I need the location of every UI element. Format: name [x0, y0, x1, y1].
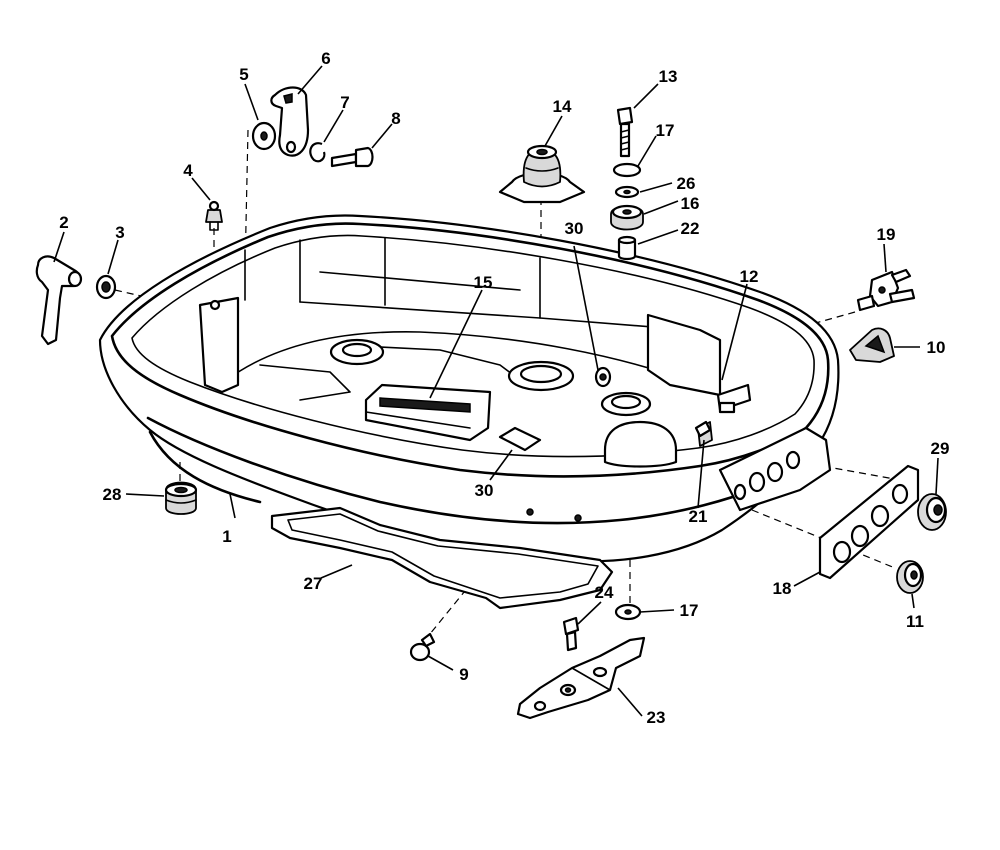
callout-19: 19: [877, 225, 896, 244]
callout-7: 7: [340, 93, 349, 112]
part-14-boot: [498, 144, 586, 204]
callout-1: 1: [222, 527, 231, 546]
callout-30-lower: 30: [475, 481, 494, 500]
callout-26: 26: [677, 174, 696, 193]
part-26-washer: [614, 185, 640, 199]
part-28-grommet: [164, 481, 198, 515]
part-2-lever: [35, 255, 83, 346]
part-15-pad: [364, 383, 492, 442]
part-17-washer-lower: [614, 603, 642, 621]
callout-2: 2: [59, 213, 68, 232]
part-8-bolt: [330, 146, 374, 168]
callout-12: 12: [740, 267, 759, 286]
part-18-plate: [818, 464, 920, 580]
part-30-washer: [594, 366, 612, 388]
part-30-clip-lower: [498, 426, 542, 452]
part-6-hook: [270, 86, 310, 157]
part-27-seal: [270, 506, 614, 610]
part-9-pin: [409, 632, 436, 662]
part-11-grommet: [896, 560, 924, 594]
part-19-fitting: [856, 268, 916, 312]
callout-14: 14: [553, 97, 572, 116]
callout-22: 22: [681, 219, 700, 238]
callout-6: 6: [321, 49, 330, 68]
leader-lines: [53, 65, 939, 717]
part-7-ring: [309, 142, 326, 163]
callout-9: 9: [459, 665, 468, 684]
part-24-screw: [562, 616, 580, 652]
part-10-grommet: [849, 327, 895, 363]
part-22-sleeve: [617, 235, 637, 261]
callout-4: 4: [183, 161, 193, 180]
callout-17-upper: 17: [656, 121, 675, 140]
callout-28: 28: [103, 485, 122, 504]
callout-30-upper: 30: [565, 219, 584, 238]
part-17-washer-upper: [612, 162, 642, 178]
callout-10: 10: [927, 338, 946, 357]
part-21-screw: [694, 420, 712, 438]
callout-numbers: 1 2 3 4 5 6 7 8 9 10 11 12 13 14 15 16 1…: [59, 49, 949, 727]
callout-15: 15: [474, 273, 493, 292]
callout-29: 29: [931, 439, 950, 458]
part-23-bracket: [516, 636, 646, 720]
part-16-grommet: [610, 204, 644, 231]
lower-cowl: [98, 214, 840, 563]
part-3-washer: [95, 274, 117, 300]
part-13-bolt: [616, 106, 634, 158]
callout-3: 3: [115, 223, 124, 242]
callout-16: 16: [681, 194, 700, 213]
callout-27: 27: [304, 574, 323, 593]
callout-8: 8: [391, 109, 400, 128]
callout-23: 23: [647, 708, 666, 727]
part-4-fitting: [205, 200, 223, 231]
callout-18: 18: [773, 579, 792, 598]
callout-11: 11: [906, 612, 924, 631]
callout-21: 21: [689, 507, 708, 526]
part-29-grommet: [917, 493, 947, 531]
part-5-washer: [251, 121, 277, 151]
callout-5: 5: [239, 65, 248, 84]
callout-17-lower: 17: [680, 601, 699, 620]
callout-24: 24: [595, 583, 614, 602]
callout-13: 13: [659, 67, 678, 86]
